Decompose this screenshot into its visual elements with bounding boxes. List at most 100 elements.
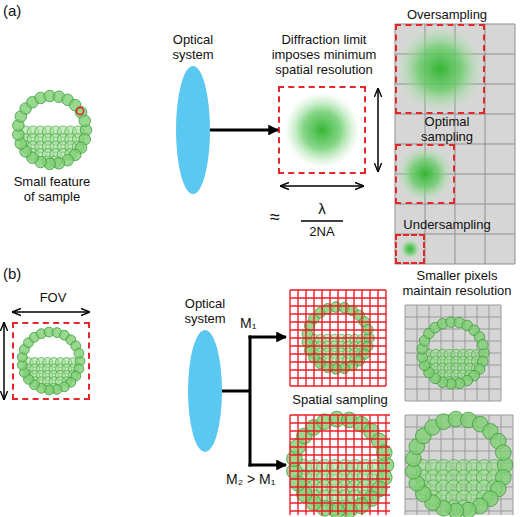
- grid-line: [369, 415, 370, 515]
- magnification-label: M₁: [240, 316, 274, 331]
- grid-line: [361, 415, 362, 515]
- psf-blob: [396, 25, 484, 113]
- fov-box: FOV: [12, 322, 90, 400]
- grid-line: [405, 329, 501, 330]
- panel-letter: (a): [3, 3, 43, 18]
- approx-sign: ≈: [270, 210, 292, 225]
- grid-line: [290, 478, 390, 479]
- panel-letter: (b): [3, 266, 43, 281]
- grid-line: [290, 454, 390, 455]
- grid-line: [377, 415, 378, 515]
- magnification-label: M₂ > M₁: [226, 472, 298, 487]
- sample-cell: [17, 327, 85, 395]
- grid-line: [290, 321, 386, 322]
- grid-line: [290, 369, 386, 370]
- grid-background: [405, 305, 501, 401]
- grid-line: [290, 470, 390, 471]
- pixel-grid: [405, 411, 513, 517]
- cell-ring: [406, 411, 513, 517]
- cell-ring: [13, 90, 92, 169]
- node-heading: Oversampling: [397, 7, 497, 22]
- dimension-arrow: [377, 88, 379, 172]
- node-heading: Undersampling: [397, 217, 497, 232]
- caption-text: Small feature of sample: [8, 174, 96, 204]
- grid-background: [395, 24, 515, 264]
- grid-line: [353, 415, 354, 515]
- grid-line: [290, 430, 390, 431]
- node-heading: Optical system: [158, 32, 228, 62]
- pixel-grid: [405, 305, 501, 401]
- resolution-box: Diffraction limit imposes minimum spatia…: [278, 86, 366, 174]
- cell-ring: [287, 411, 394, 517]
- grid-line: [290, 502, 390, 503]
- grid-line: [297, 415, 298, 515]
- grid-line: [290, 353, 386, 354]
- grid-line: [405, 415, 406, 515]
- cell-blob: [74, 348, 84, 358]
- grid-line: [290, 289, 386, 290]
- grid-line: [290, 377, 386, 378]
- sampling-box: Optimal sampling: [395, 144, 455, 204]
- cell-blob: [478, 339, 489, 350]
- arrow-branch: [249, 336, 287, 339]
- grid-line: [405, 401, 501, 402]
- sampling-box: Oversampling: [395, 24, 485, 114]
- sample-cell: [13, 90, 92, 169]
- dimension-arrow: [12, 311, 90, 313]
- grid-line: [290, 313, 386, 314]
- grid-line: [290, 337, 386, 338]
- caption-text: Spatial sampling: [280, 392, 400, 407]
- formula-numerator: λ: [302, 201, 342, 216]
- grid-line: [290, 510, 390, 511]
- psf-blob: [400, 239, 420, 259]
- dimension-arrow: [280, 185, 364, 187]
- node-heading: Optical system: [170, 296, 240, 326]
- arrow-branch: [249, 464, 287, 467]
- cell-ring: [417, 317, 489, 389]
- grid-line: [290, 494, 390, 495]
- grid-line: [290, 422, 390, 423]
- grid-line: [290, 414, 390, 415]
- dimension-arrow: [3, 322, 5, 400]
- grid-line: [290, 462, 390, 463]
- arrow-stem: [222, 390, 250, 393]
- psf-blob: [284, 92, 360, 168]
- lens-outline: [188, 330, 222, 452]
- lens-body: [188, 330, 222, 452]
- cell-ring: [17, 327, 85, 395]
- grid-line: [290, 305, 386, 306]
- grid-line: [345, 415, 346, 515]
- grid-line: [385, 415, 386, 515]
- caption-text: Smaller pixels maintain resolution: [396, 268, 518, 298]
- fraction-bar: [301, 220, 343, 221]
- grid-line: [290, 329, 386, 330]
- arrow-branch: [249, 336, 252, 467]
- grid-background: [405, 415, 513, 515]
- grid-line: [290, 438, 390, 439]
- pixel-grid: [395, 24, 515, 264]
- grid-line: [337, 415, 338, 515]
- grid-line: [290, 361, 386, 362]
- feature-marker: [76, 107, 83, 114]
- node-heading: Optimal sampling: [397, 114, 497, 144]
- grid-line: [313, 415, 314, 515]
- cell-blob: [495, 445, 511, 461]
- grid-line: [290, 345, 386, 346]
- sampling-box: Undersampling: [395, 234, 425, 264]
- cell-blob: [79, 115, 91, 127]
- split-arrow: [222, 336, 286, 467]
- lens-shape: Optical system: [176, 66, 210, 194]
- sampling-grid: [287, 411, 394, 517]
- grid-line: [290, 297, 386, 298]
- grid-line: [329, 415, 330, 515]
- node-heading: Diffraction limit imposes minimum spatia…: [261, 32, 387, 77]
- formula-denominator: 2NA: [297, 224, 347, 239]
- lens-shape: Optical system: [188, 330, 222, 452]
- flow-arrow: [210, 129, 278, 132]
- grid-line: [290, 446, 390, 447]
- grid-line: [405, 305, 501, 306]
